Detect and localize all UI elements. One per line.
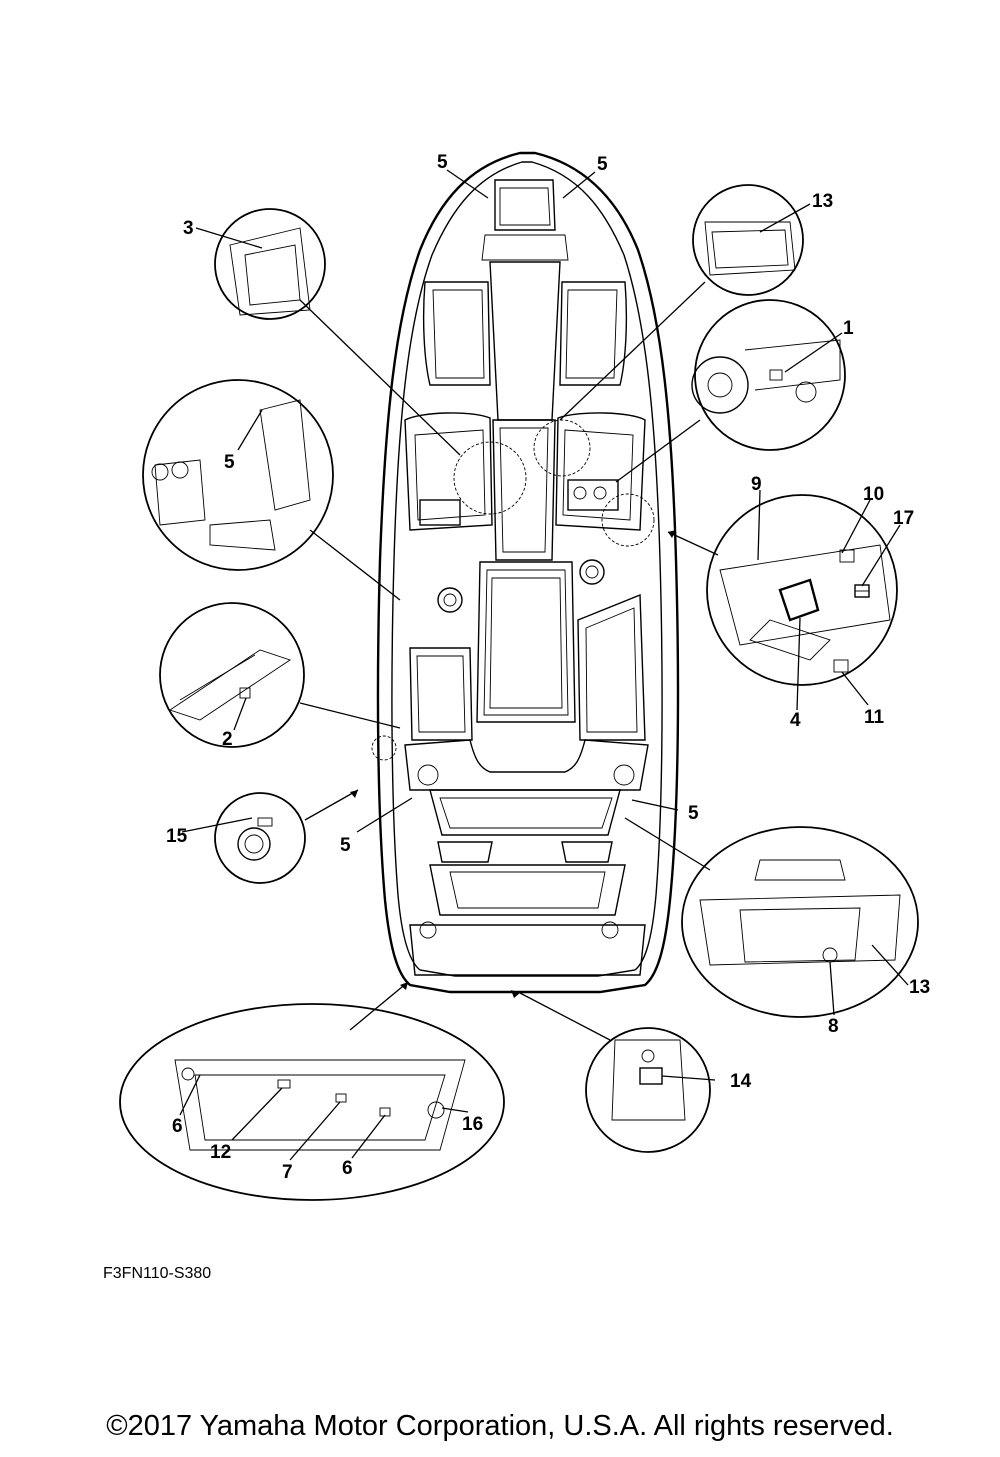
callout-10: 10 xyxy=(863,484,884,505)
callout-5-bow-right: 5 xyxy=(597,154,608,175)
detail-circle-5-left xyxy=(142,379,334,571)
boat-hull xyxy=(371,151,680,994)
detail-circle-1 xyxy=(691,299,846,451)
callout-6-left: 6 xyxy=(172,1116,183,1137)
detail-circle-3 xyxy=(214,208,326,320)
callout-numbers: 5 5 3 13 1 5 9 10 17 4 11 2 5 15 5 13 8 … xyxy=(166,152,930,1183)
callout-3: 3 xyxy=(183,218,194,239)
callout-9: 9 xyxy=(751,474,762,495)
callout-4: 4 xyxy=(790,710,801,731)
detail-ellipse-6-12-7-16 xyxy=(119,1003,505,1201)
callout-5-aft-left: 5 xyxy=(340,835,351,856)
callout-14: 14 xyxy=(730,1071,752,1092)
diagram-code: F3FN110-S380 xyxy=(103,1265,212,1282)
detail-circle-14 xyxy=(585,1027,711,1153)
callout-13-right: 13 xyxy=(909,977,930,998)
callout-1: 1 xyxy=(843,318,854,339)
callout-15: 15 xyxy=(166,826,188,847)
copyright-notice: ©2017 Yamaha Motor Corporation, U.S.A. A… xyxy=(106,1410,894,1442)
callout-6-right: 6 xyxy=(342,1158,353,1179)
detail-circle-9-10-17-4-11 xyxy=(706,494,898,686)
callout-11: 11 xyxy=(864,707,885,728)
detail-circle-15 xyxy=(214,792,306,884)
callout-5-bow-left: 5 xyxy=(437,152,448,173)
callout-5-aft-right: 5 xyxy=(688,803,699,824)
detail-circle-2 xyxy=(159,602,305,748)
callout-7: 7 xyxy=(282,1162,293,1183)
callout-5-left-detail: 5 xyxy=(224,452,235,473)
callout-8: 8 xyxy=(828,1016,839,1037)
callout-17: 17 xyxy=(893,508,914,529)
callout-12: 12 xyxy=(210,1142,231,1163)
detail-circle-13-8 xyxy=(681,826,919,1018)
detail-circle-13-top xyxy=(692,184,804,296)
leader-lines xyxy=(179,169,909,1161)
callout-13-top: 13 xyxy=(812,191,833,212)
callout-2: 2 xyxy=(222,729,233,750)
callout-16: 16 xyxy=(462,1114,483,1135)
